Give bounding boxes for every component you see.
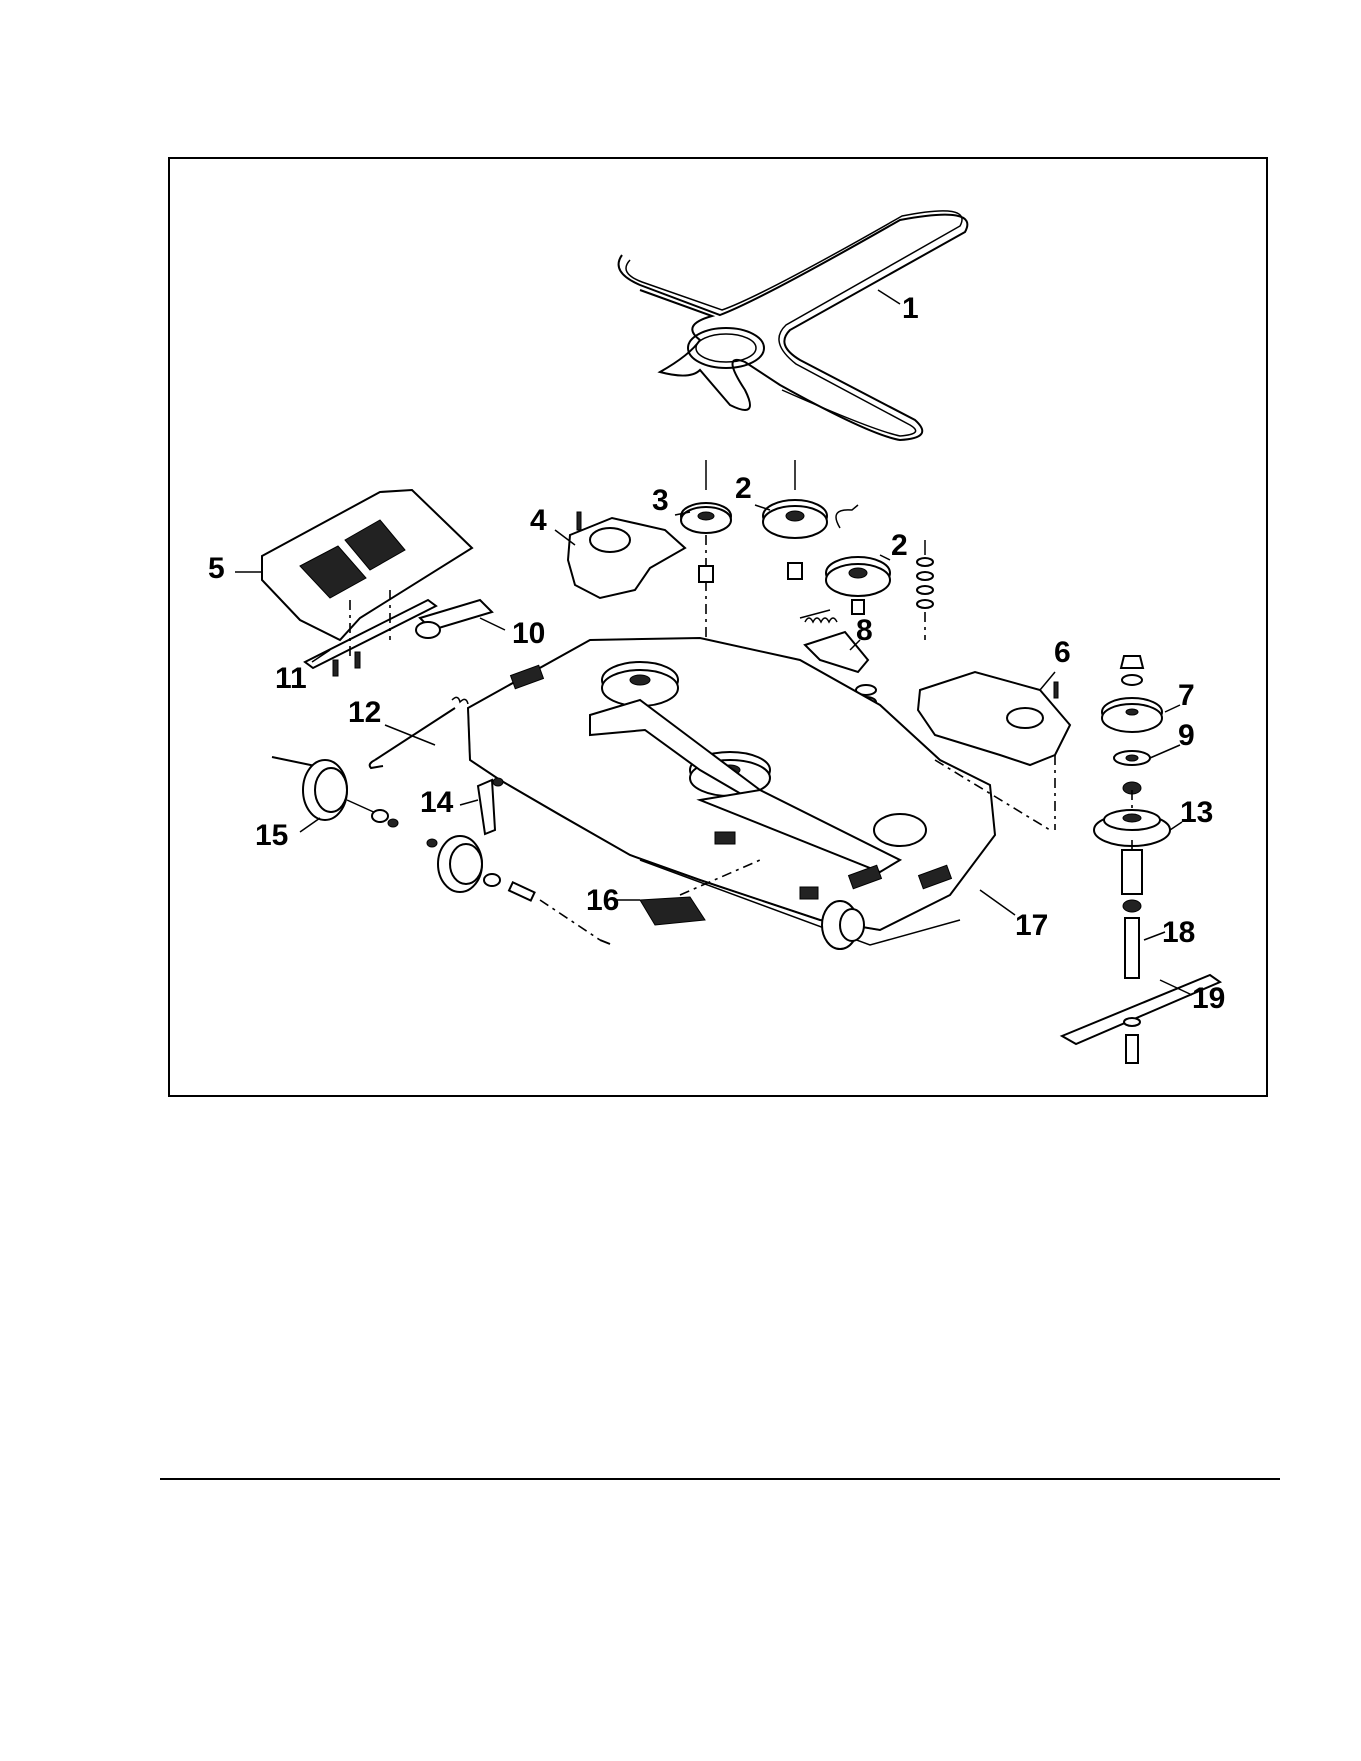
callout-8: 8	[856, 614, 873, 647]
callout-15: 15	[255, 819, 288, 852]
callout-18: 18	[1162, 916, 1195, 949]
callout-12: 12	[348, 696, 381, 729]
callout-6: 6	[1054, 636, 1071, 669]
callout-10: 10	[512, 617, 545, 650]
anti-scalp-bracket	[478, 778, 503, 834]
rear-wheel	[427, 836, 610, 944]
callout-16: 16	[586, 884, 619, 917]
idler-pulley-2b	[826, 505, 890, 614]
callout-11: 11	[275, 662, 307, 695]
mower-deck	[468, 638, 995, 945]
footer-rule	[160, 1478, 1280, 1480]
callout-1: 1	[902, 292, 919, 325]
callout-9: 9	[1178, 719, 1195, 752]
spindle-assembly	[1094, 656, 1170, 978]
callout-2a: 2	[735, 472, 752, 505]
callout-5: 5	[208, 552, 225, 585]
callout-14: 14	[420, 786, 454, 819]
callout-17: 17	[1015, 909, 1048, 942]
idler-shield	[568, 512, 685, 598]
idler-pulley-2a	[763, 460, 827, 579]
callout-13: 13	[1180, 796, 1213, 829]
height-rod	[370, 697, 468, 768]
callout-7: 7	[1178, 679, 1195, 712]
callout-19: 19	[1192, 982, 1225, 1015]
callout-3: 3	[652, 484, 669, 517]
callout-4: 4	[530, 504, 547, 537]
washer-stack	[917, 540, 933, 640]
belt	[619, 211, 968, 440]
callout-2b: 2	[891, 529, 908, 562]
